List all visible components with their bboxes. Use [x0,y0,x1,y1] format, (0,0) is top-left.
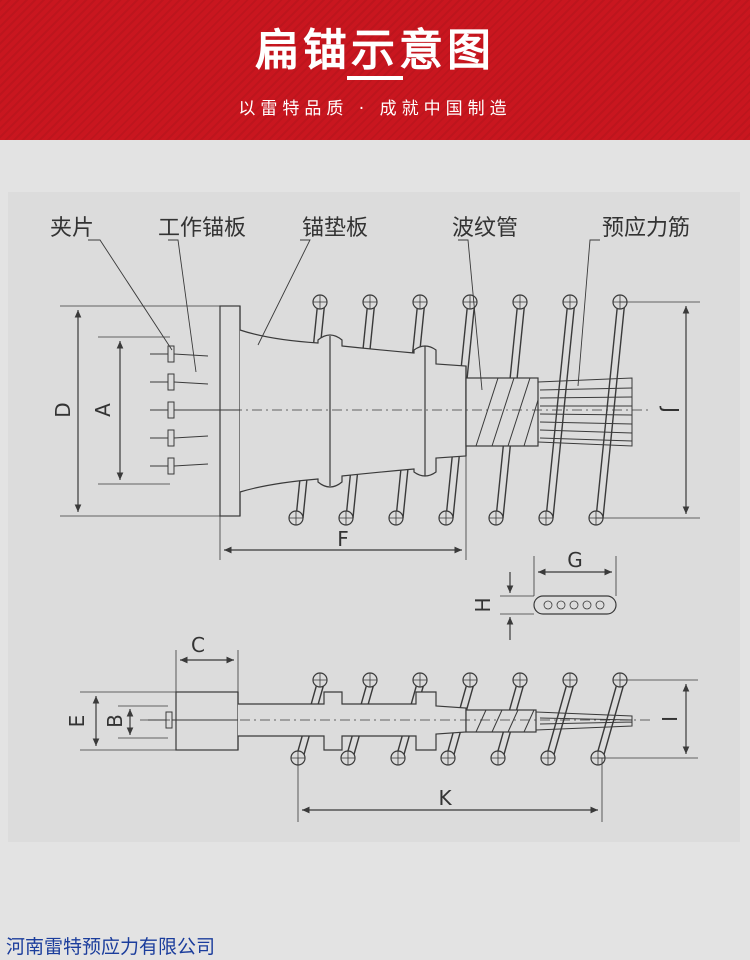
dim-label-D: D [51,402,75,417]
dim-label-A: A [91,403,115,417]
header-banner: 扁锚示意图 以雷特品质 · 成就中国制造 [0,0,750,140]
label-corrugated-duct: 波纹管 [452,216,518,241]
title-underline [347,76,403,80]
label-work-anchor-plate: 工作锚板 [158,216,246,241]
slogan: 以雷特品质 · 成就中国制造 [238,99,512,119]
tendons-top [537,377,633,447]
work-anchor-plate-side [175,691,239,751]
dim-label-E: E [65,715,89,728]
page-title: 扁锚示意图 [255,25,495,76]
dim-label-B: B [103,714,127,728]
dim-label-G: G [567,548,583,572]
company-watermark: 河南雷特预应力有限公司 [6,936,216,958]
diagram-panel [8,192,740,842]
flat-section-view [500,556,617,640]
dim-label-I: I [657,716,681,722]
dim-label-F: F [337,527,349,551]
dim-label-H: H [471,597,495,612]
dim-label-C: C [191,633,205,657]
work-anchor-plate [219,305,241,517]
dim-label-K: K [438,786,452,810]
callout-leaders [88,239,600,391]
clips [150,345,240,475]
label-bearing-plate: 锚垫板 [302,216,368,241]
label-clip: 夹片 [50,216,94,241]
label-tendon: 预应力筋 [602,216,690,241]
dim-label-J: J [659,405,683,413]
